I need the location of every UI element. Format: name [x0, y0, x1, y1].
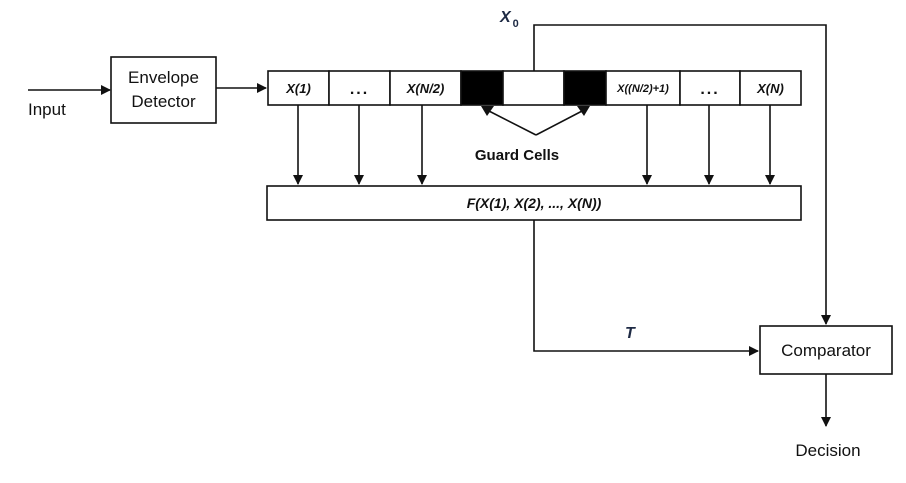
comparator-box	[759, 325, 893, 375]
x0-label-subscript: 0	[513, 18, 519, 30]
threshold-path	[533, 220, 759, 356]
cell-to-function-arrows	[293, 105, 775, 185]
decision-label: Decision	[795, 441, 860, 460]
guard-pointer-head-left	[481, 106, 494, 116]
envelope-detector-label-line1: Envelope	[128, 68, 199, 87]
x0-path	[533, 24, 831, 325]
cell-under-test	[502, 70, 565, 106]
threshold-label: T	[625, 325, 636, 342]
shift-register: X(1) ... X(N/2) X((N/2)+1) ... X(N)	[267, 70, 802, 106]
guard-pointer-head-right	[577, 106, 590, 116]
input-label: Input	[28, 100, 66, 119]
function-label: F(X(1), X(2), ..., X(N))	[467, 195, 602, 211]
cell-x1-label: X(1)	[285, 81, 311, 96]
guard-cell-left	[460, 70, 504, 106]
cell-xn2-label: X(N/2)	[406, 81, 445, 96]
cell-dots-right-label: ...	[700, 81, 719, 98]
cell-xn-label: X(N)	[756, 81, 784, 96]
cell-xn	[739, 70, 802, 106]
envelope-detector-box	[110, 56, 217, 124]
cell-xn2	[389, 70, 462, 106]
guard-cells-label: Guard Cells	[475, 147, 559, 164]
envelope-detector-label-line2: Detector	[131, 92, 196, 111]
cell-xn2p1-label: X((N/2)+1)	[616, 83, 669, 95]
cell-dots-left-label: ...	[350, 81, 369, 98]
x0-label-main: X	[499, 9, 512, 26]
function-box	[266, 185, 802, 221]
comparator-label: Comparator	[781, 341, 871, 360]
guard-cell-right	[563, 70, 607, 106]
cell-xn2p1	[605, 70, 681, 106]
guard-cells-pointer	[486, 109, 585, 136]
